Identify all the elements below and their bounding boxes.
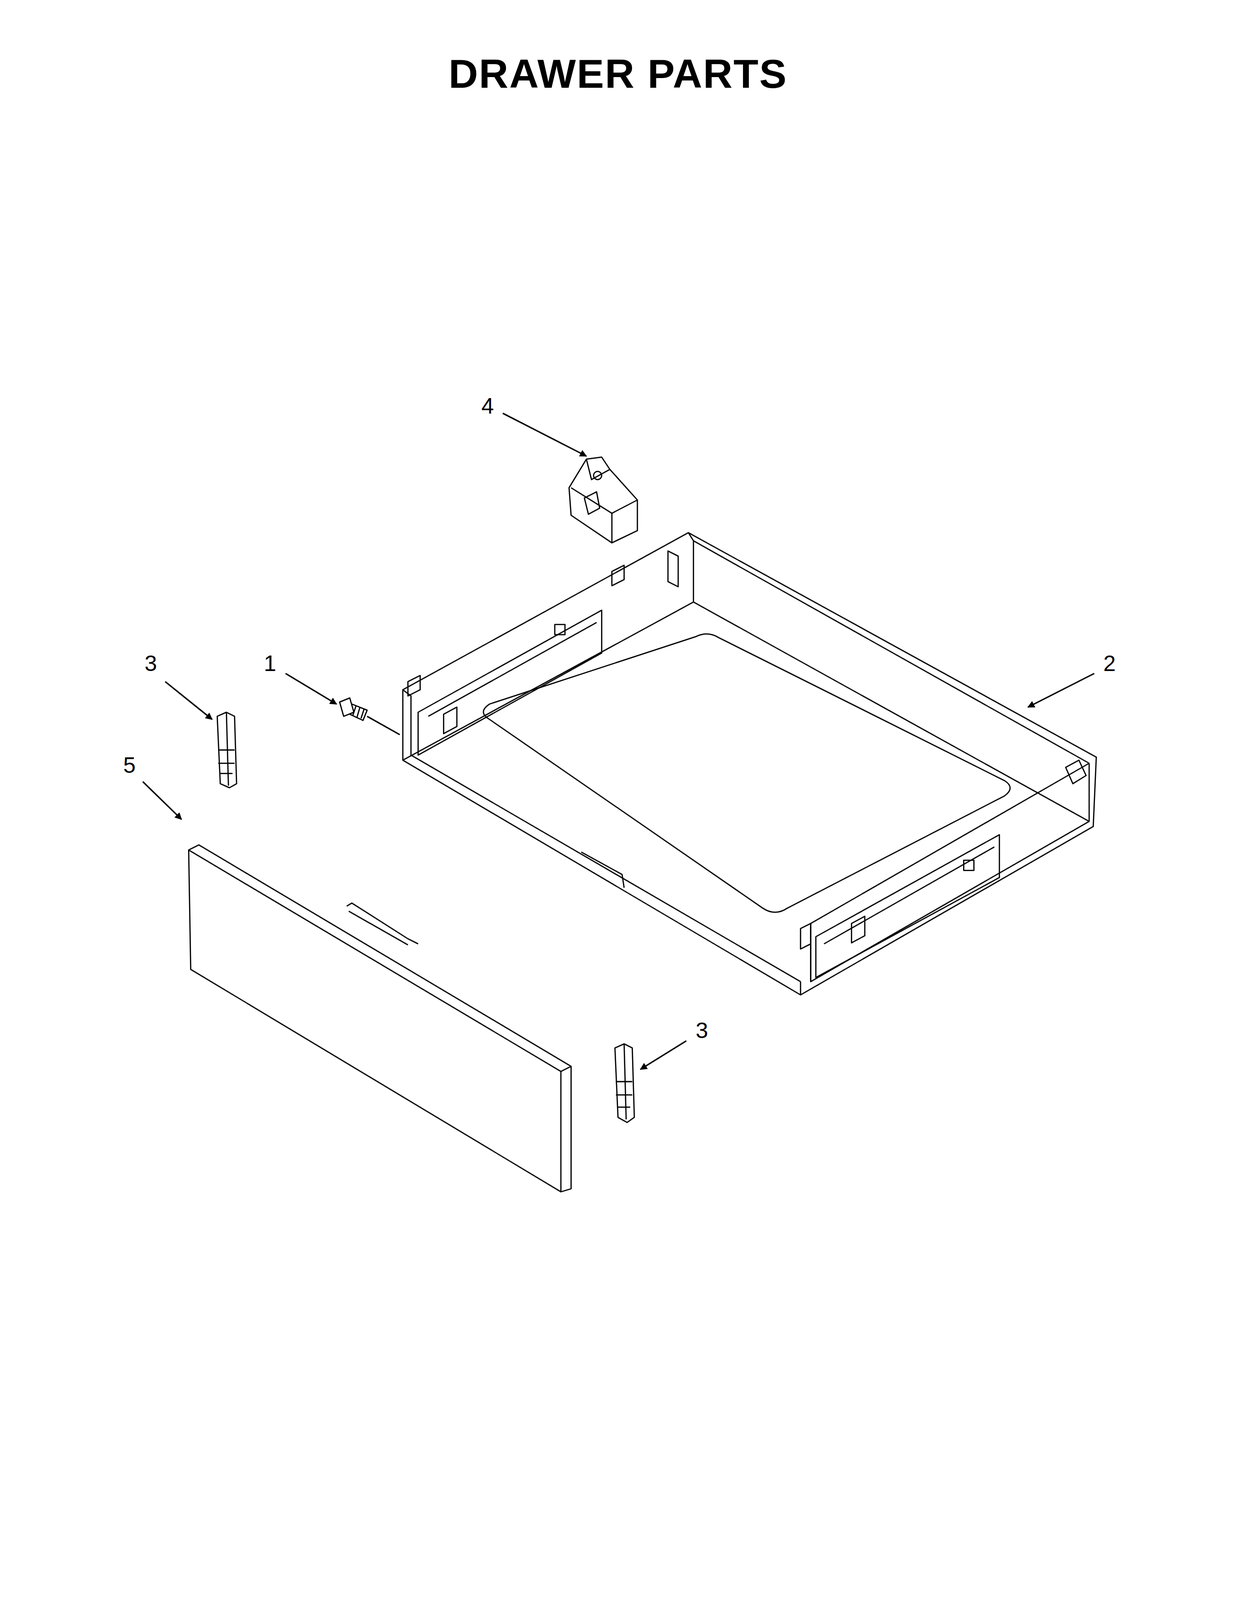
callout-number: 1: [263, 651, 277, 675]
diagram-title: DRAWER PARTS: [448, 53, 788, 95]
panel-bracket: [217, 712, 635, 1123]
leader-arrows: [142, 412, 1095, 1069]
callout-number: 3: [144, 651, 158, 675]
screw: [339, 697, 368, 721]
callout-number: 4: [481, 394, 494, 417]
drawer-clip: [569, 457, 638, 543]
drawer-body: [402, 532, 1097, 995]
callout-number: 3: [695, 1018, 709, 1042]
callout-number: 5: [123, 753, 136, 777]
drawer-front-panel: [188, 844, 571, 1192]
callout-number: 2: [1103, 651, 1116, 675]
